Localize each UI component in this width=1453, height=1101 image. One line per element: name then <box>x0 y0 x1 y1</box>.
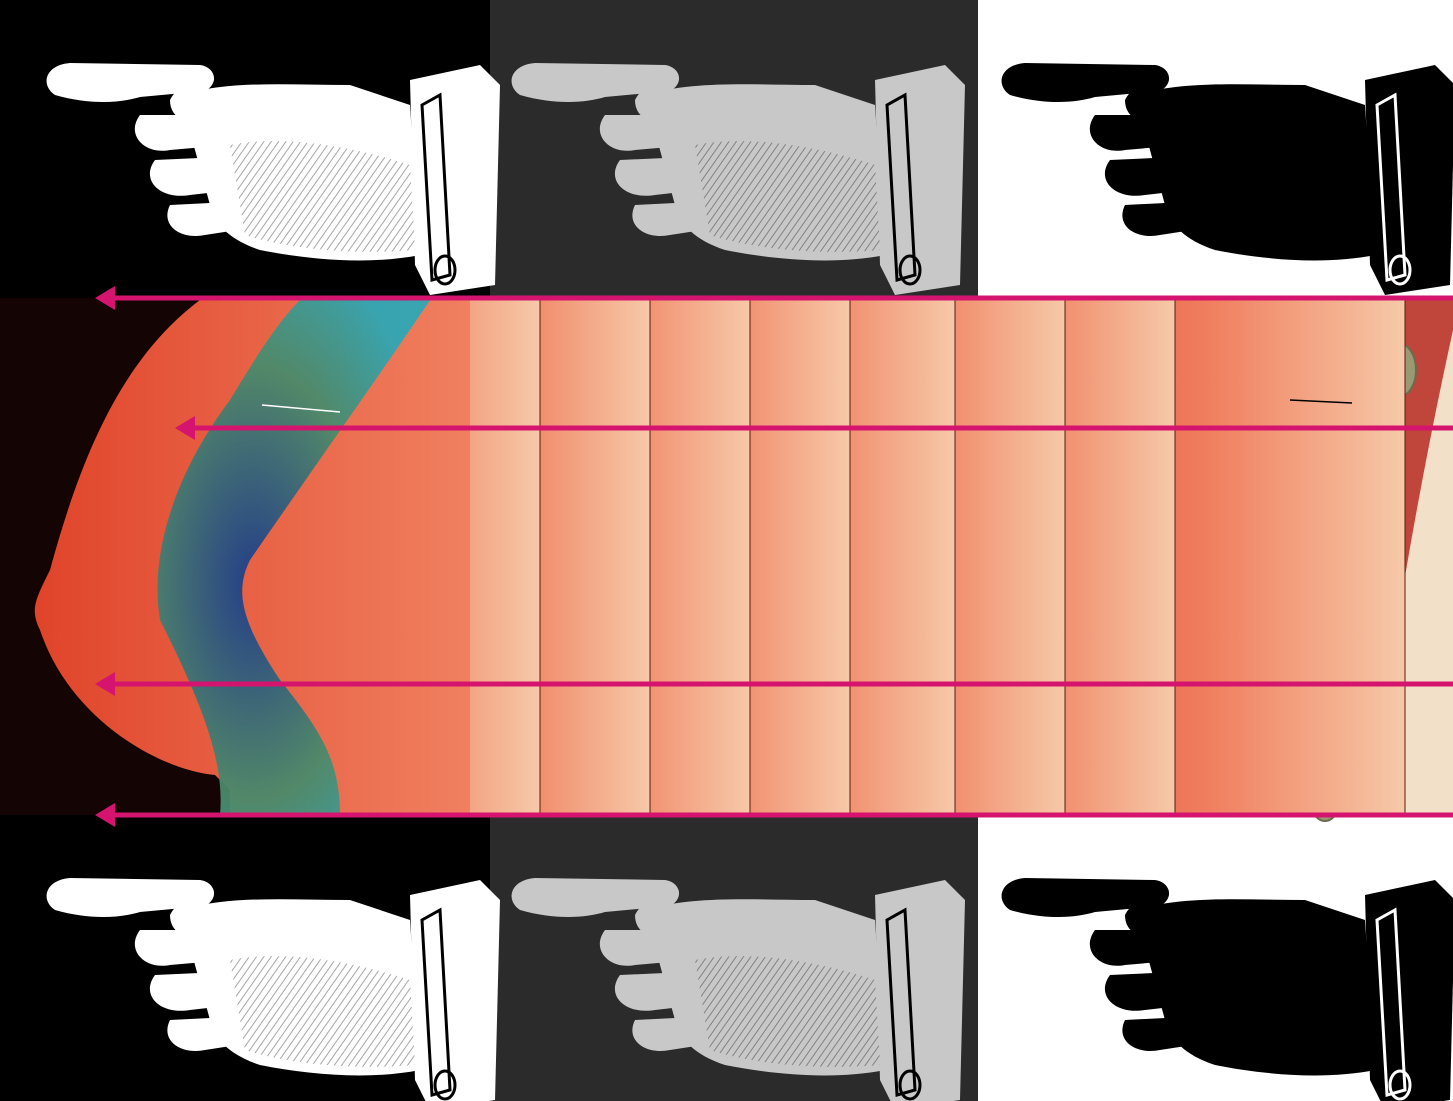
hand-cuff <box>875 65 965 295</box>
hand-cuff <box>410 880 500 1101</box>
hand-cuff <box>1365 880 1453 1101</box>
anatomy-band <box>0 298 1453 821</box>
hand-cuff <box>875 880 965 1101</box>
hand-cuff <box>410 65 500 295</box>
